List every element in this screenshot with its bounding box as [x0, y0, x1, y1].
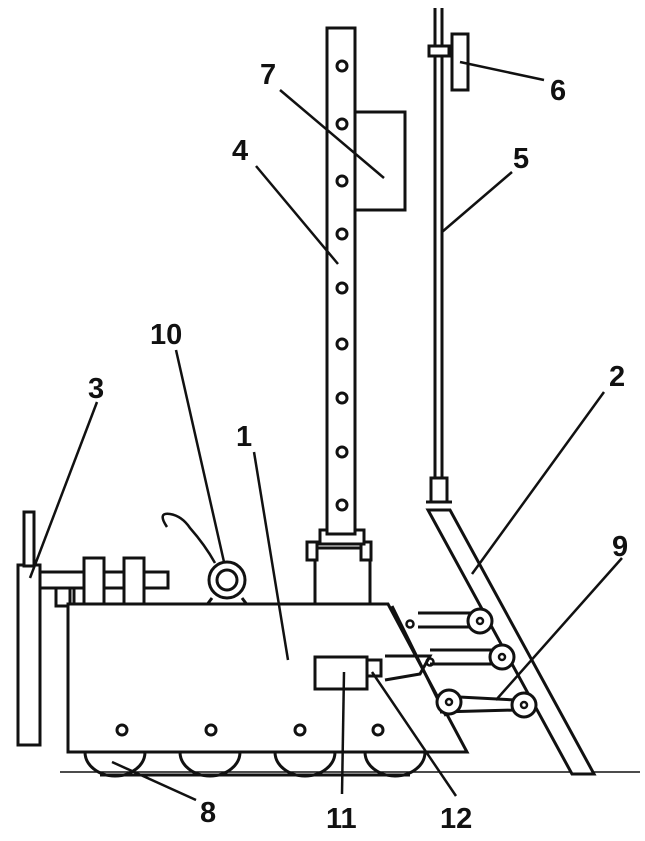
label-rod: 5 — [513, 143, 529, 175]
front-shaft — [38, 556, 170, 608]
reel — [161, 512, 250, 607]
mast — [325, 26, 357, 536]
label-rod-top-block: 6 — [550, 75, 566, 107]
label-control-box: 11 — [326, 803, 357, 835]
label-rear-support: 2 — [609, 361, 625, 393]
track-wheels — [83, 751, 427, 778]
links — [418, 607, 538, 719]
label-links: 9 — [612, 531, 628, 563]
front-plate — [16, 510, 42, 747]
label-mast-box: 7 — [260, 59, 276, 91]
rod — [426, 8, 470, 504]
body-bolts — [115, 723, 385, 737]
label-track-wheels: 8 — [200, 797, 216, 829]
main-body — [66, 602, 470, 754]
leader-lines — [28, 60, 623, 802]
rear-support — [425, 508, 597, 776]
label-ramp: 12 — [440, 803, 472, 835]
label-front-plate: 3 — [88, 373, 104, 405]
label-reel: 10 — [150, 319, 182, 351]
mast-base — [305, 528, 373, 606]
part-labels: 1 2 3 4 5 6 7 8 9 10 11 12 — [88, 59, 628, 835]
label-body: 1 — [236, 421, 252, 453]
control-box — [313, 655, 383, 691]
label-mast: 4 — [232, 135, 248, 167]
